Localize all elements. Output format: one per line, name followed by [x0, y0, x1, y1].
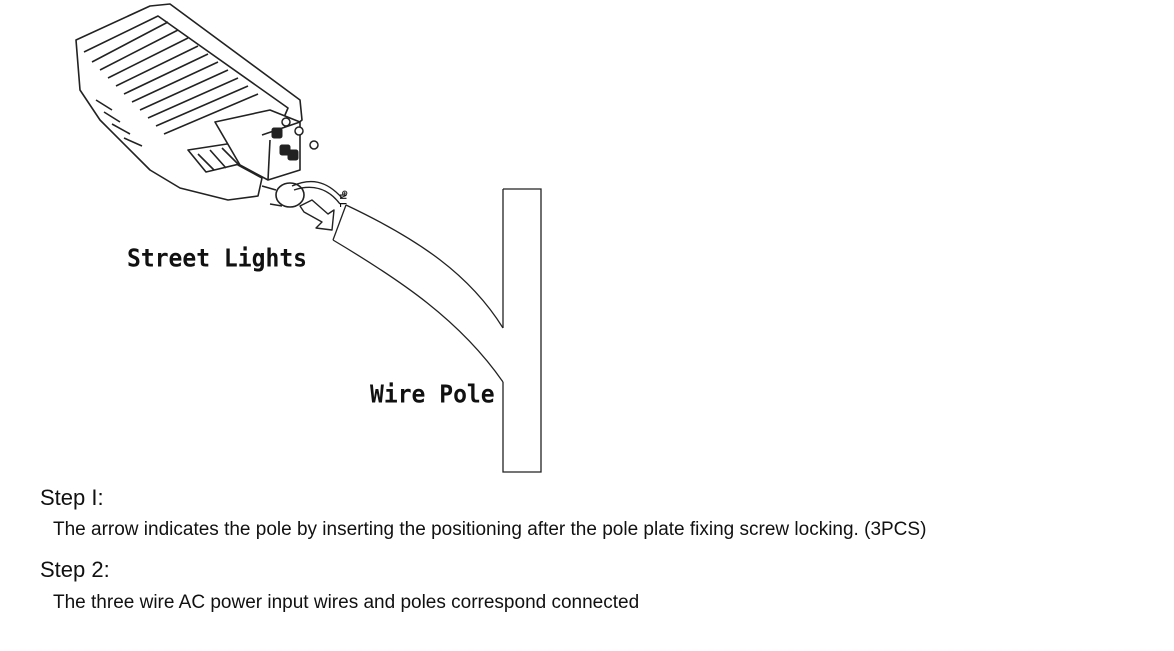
fixing-screws	[271, 117, 319, 161]
wire-pole-drawing	[332, 188, 542, 473]
step-2-text: The three wire AC power input wires and …	[53, 592, 640, 613]
insertion-arrow	[299, 199, 335, 231]
step-1-title: Step I:	[40, 485, 104, 510]
power-wires	[291, 180, 343, 205]
svg-text:L: L	[337, 202, 347, 208]
svg-text:N: N	[337, 194, 347, 199]
step-1-text: The arrow indicates the pole by insertin…	[53, 519, 927, 540]
svg-text:⊕: ⊕	[342, 189, 348, 199]
wire-marker-labels: N L ⊕	[337, 189, 348, 208]
street-light-drawing	[75, 3, 305, 208]
wire-pole-label: Wire Pole	[370, 380, 495, 410]
step-2-title: Step 2:	[40, 557, 110, 582]
street-lights-label: Street Lights	[127, 244, 308, 274]
